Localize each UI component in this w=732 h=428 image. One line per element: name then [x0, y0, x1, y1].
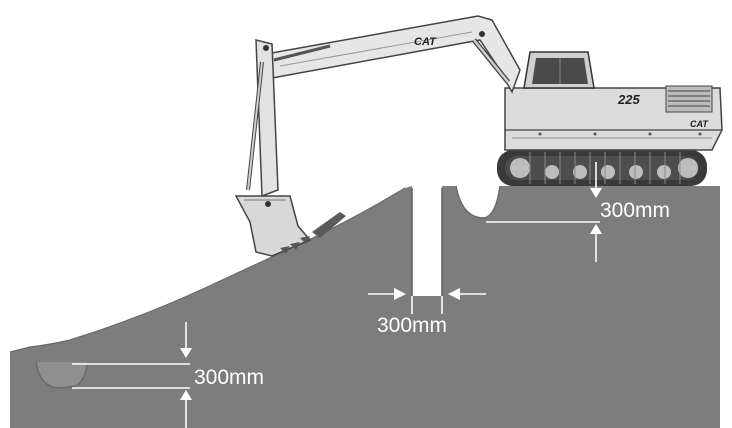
dimension-annotations [72, 162, 602, 428]
toe-ditch-dimension [72, 322, 192, 428]
upper-body: 225 CAT [504, 85, 723, 151]
earth-slope [10, 186, 720, 428]
toe-ditch-label: 300mm [194, 366, 264, 389]
trench-width-label: 300mm [377, 314, 447, 337]
bench-step-label: 300mm [600, 199, 670, 222]
cab-model-number: 225 [617, 92, 640, 107]
stick-arm [246, 39, 331, 198]
boom-brand-logo: CAT [414, 36, 437, 48]
ground-profile [9, 185, 720, 428]
engine-grille [665, 85, 713, 113]
bench-step-dimension [486, 162, 602, 262]
trench-width-dimension [368, 288, 486, 314]
trench-void [412, 186, 442, 296]
body-brand-logo: CAT [690, 119, 709, 129]
toe-ditch [36, 362, 88, 388]
track-assembly [497, 150, 707, 186]
operator-cab [523, 51, 595, 89]
boom-arm: CAT [265, 15, 521, 94]
bucket [234, 195, 346, 257]
excavator: 225 CAT CAT [234, 15, 723, 257]
